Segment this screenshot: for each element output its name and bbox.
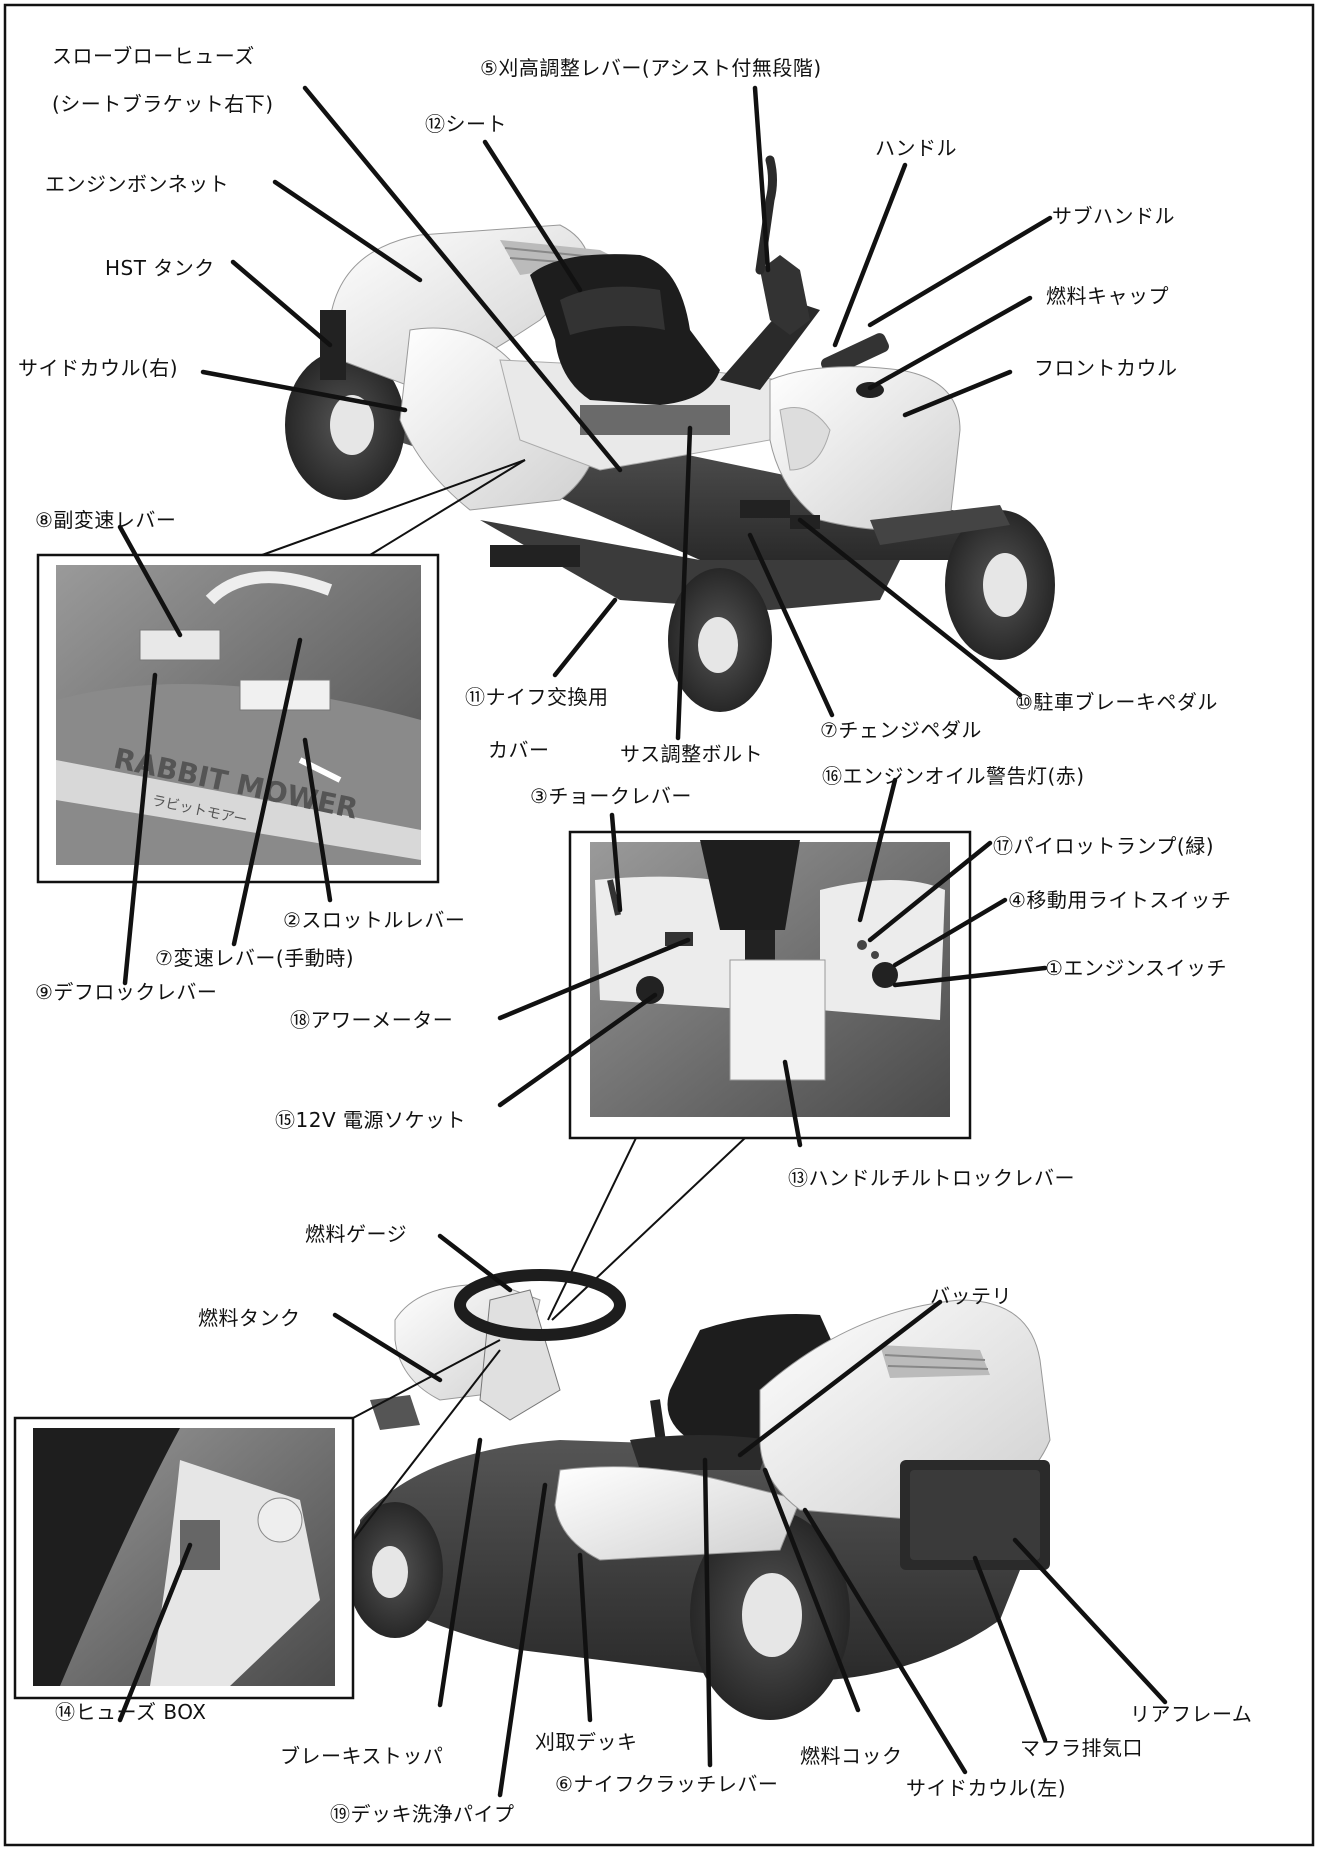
label-choke-lever: ③チョークレバー <box>530 784 692 808</box>
mower-bottom-illustration <box>347 1269 1051 1720</box>
page-border <box>3 3 1315 1847</box>
label-muffler-exhaust: マフラ排気口 <box>1020 1736 1143 1760</box>
label-side-cowl-right: サイドカウル(右) <box>18 356 179 380</box>
label-engine-switch: ①エンジンスイッチ <box>1045 956 1228 980</box>
label-cut-height-lever: ⑤刈高調整レバー(アシスト付無段階) <box>480 56 822 80</box>
label-suspension-bolt: サス調整ボルト <box>620 742 764 766</box>
inset-lever-photo: RABBIT MOWER ラビットモアー <box>36 459 526 884</box>
label-brake-stopper: ブレーキストッパ <box>280 1744 444 1768</box>
label-handle-tilt-lever: ⑬ハンドルチルトロックレバー <box>788 1166 1075 1190</box>
label-power-socket: ⑮12V 電源ソケット <box>275 1108 466 1132</box>
label-engine-oil-lamp: ⑯エンジンオイル警告灯(赤) <box>822 764 1085 788</box>
label-travel-light-switch: ④移動用ライトスイッチ <box>1008 888 1232 912</box>
inset-fusebox-photo <box>13 1339 501 1700</box>
label-fuel-tank: 燃料タンク <box>198 1306 301 1330</box>
label-pilot-lamp: ⑰パイロットランプ(緑) <box>993 834 1215 858</box>
label-fuse-box: ⑭ヒューズ BOX <box>55 1700 207 1724</box>
label-side-cowl-left: サイドカウル(左) <box>906 1776 1067 1800</box>
label-handle: ハンドル <box>875 136 957 160</box>
inset-dashboard-photo <box>547 830 972 1321</box>
label-battery: バッテリ <box>930 1284 1012 1308</box>
label-engine-bonnet: エンジンボンネット <box>45 172 230 196</box>
label-fuel-cock: 燃料コック <box>800 1744 903 1768</box>
label-throttle-lever: ②スロットルレバー <box>283 908 466 932</box>
label-change-pedal: ⑦チェンジペダル <box>820 718 982 742</box>
mower-top-illustration <box>285 155 1055 712</box>
label-fuel-gauge: 燃料ゲージ <box>305 1222 408 1246</box>
label-parking-brake-pedal: ⑩駐車ブレーキペダル <box>1015 690 1218 714</box>
label-cutting-deck: 刈取デッキ <box>535 1730 638 1754</box>
label-sub-shift-lever: ⑧副変速レバー <box>35 508 177 532</box>
label-front-cowl: フロントカウル <box>1034 356 1178 380</box>
label-knife-clutch-lever: ⑥ナイフクラッチレバー <box>555 1772 779 1796</box>
label-shift-lever-manual: ⑦変速レバー(手動時) <box>155 946 355 970</box>
label-deck-wash-pipe: ⑲デッキ洗浄パイプ <box>330 1802 515 1826</box>
label-hour-meter: ⑱アワーメーター <box>290 1008 454 1032</box>
label-slow-blow-fuse-location: (シートブラケット右下) <box>52 92 274 116</box>
label-seat: ⑫シート <box>425 112 507 136</box>
label-rear-frame: リアフレーム <box>1130 1702 1253 1726</box>
label-hst-tank: HST タンク <box>105 256 215 280</box>
label-knife-cover-1: ⑪ナイフ交換用 <box>465 685 609 709</box>
label-diff-lock-lever: ⑨デフロックレバー <box>35 980 218 1004</box>
label-knife-cover-2: カバー <box>488 738 550 762</box>
leader-lines <box>117 85 1168 1798</box>
label-fuel-cap: 燃料キャップ <box>1046 284 1169 308</box>
label-sub-handle: サブハンドル <box>1052 204 1175 228</box>
label-slow-blow-fuse: スローブローヒューズ <box>52 44 255 68</box>
